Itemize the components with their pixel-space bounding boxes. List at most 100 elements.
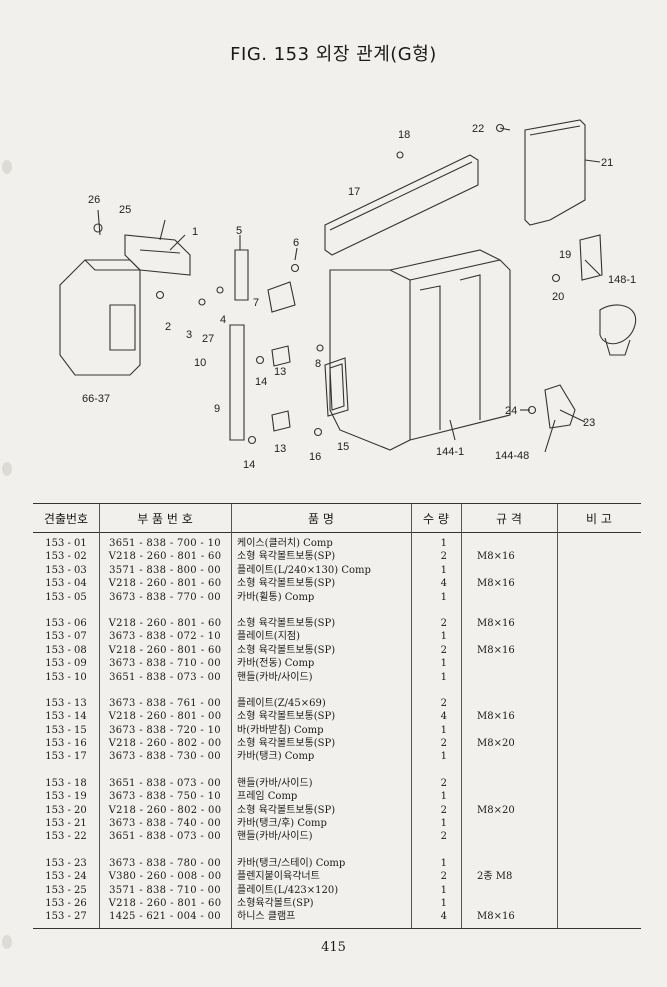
callout-label: 1 bbox=[192, 226, 198, 238]
group-spacer bbox=[33, 684, 641, 697]
cell-qty: 1 bbox=[440, 564, 447, 576]
cell-name: 소형 육각볼트보통(SP) bbox=[237, 738, 336, 750]
cell-qty: 1 bbox=[440, 671, 447, 683]
cell-no: 153 - 17 bbox=[45, 751, 87, 763]
cell-remark bbox=[557, 737, 641, 750]
callout-label: 148-1 bbox=[608, 274, 636, 286]
cell-remark bbox=[557, 671, 641, 684]
cell-qty: 1 bbox=[440, 857, 447, 869]
cell-part-no: V218 - 260 - 802 - 00 bbox=[108, 804, 222, 816]
cell-remark bbox=[557, 577, 641, 590]
cell-qty: 4 bbox=[440, 711, 447, 723]
cell-name: 프레임 Comp bbox=[237, 791, 298, 803]
cell-remark bbox=[557, 630, 641, 643]
cell-part-no: V218 - 260 - 801 - 60 bbox=[108, 897, 222, 909]
cell-name: 플레이트(Z/45×69) bbox=[237, 697, 326, 709]
cell-part-no: 3651 - 838 - 073 - 00 bbox=[109, 777, 221, 789]
cell-remark bbox=[557, 857, 641, 870]
cell-spec: M8×16 bbox=[477, 551, 515, 563]
part-callouts: 1 2 3 4 5 6 7 8 9 10 13 13 14 14 15 16 1… bbox=[82, 123, 636, 471]
cell-remark bbox=[557, 710, 641, 723]
cell-no: 153 - 01 bbox=[45, 538, 87, 549]
cell-remark bbox=[557, 591, 641, 604]
cell-qty: 2 bbox=[440, 617, 447, 629]
cell-part-no: V218 - 260 - 801 - 60 bbox=[108, 551, 222, 563]
callout-label: 17 bbox=[348, 186, 360, 198]
cell-qty: 1 bbox=[440, 884, 447, 896]
cell-name: 소형 육각볼트보통(SP) bbox=[237, 617, 336, 629]
cell-part-no: V380 - 260 - 008 - 00 bbox=[108, 871, 222, 883]
cell-spec: M8×16 bbox=[477, 711, 515, 723]
cell-qty: 1 bbox=[440, 897, 447, 909]
cell-remark bbox=[557, 777, 641, 790]
cell-remark bbox=[557, 817, 641, 830]
cell-spec: M8×20 bbox=[477, 738, 515, 750]
cell-qty: 4 bbox=[440, 578, 447, 590]
callout-label: 20 bbox=[552, 291, 564, 303]
cell-name: 소형 육각볼트보통(SP) bbox=[237, 644, 336, 656]
diagram-lines bbox=[59, 119, 637, 453]
table-header: 견출번호 부 품 번 호 품 명 수 량 규 격 비 고 bbox=[33, 504, 641, 533]
header-spec: 규 격 bbox=[496, 511, 522, 526]
cell-name: 카바(전동) Comp bbox=[237, 658, 315, 670]
cell-part-no: 3673 - 838 - 730 - 00 bbox=[109, 751, 221, 763]
callout-label: 5 bbox=[236, 225, 242, 237]
cell-spec bbox=[461, 817, 557, 830]
callout-label: 4 bbox=[220, 314, 226, 326]
cell-spec bbox=[461, 724, 557, 737]
callout-label: 18 bbox=[398, 129, 410, 141]
cell-part-no: 3673 - 838 - 720 - 10 bbox=[109, 724, 221, 736]
cell-remark bbox=[557, 870, 641, 883]
cell-qty: 2 bbox=[440, 871, 447, 883]
cell-remark bbox=[557, 617, 641, 630]
cell-spec: M8×20 bbox=[477, 804, 515, 816]
cell-part-no: 1425 - 621 - 004 - 00 bbox=[109, 911, 221, 923]
callout-label: 16 bbox=[309, 451, 321, 463]
cell-remark bbox=[557, 830, 641, 843]
cell-name: 소형 육각볼트보통(SP) bbox=[237, 804, 336, 816]
cell-part-no: 3571 - 838 - 710 - 00 bbox=[109, 884, 221, 896]
group-spacer bbox=[33, 844, 641, 857]
cell-no: 153 - 25 bbox=[45, 884, 87, 896]
cell-spec: M8×16 bbox=[477, 578, 515, 590]
figure-title: FIG. 153 외장 관계(G형) bbox=[230, 44, 437, 65]
cell-no: 153 - 16 bbox=[45, 738, 87, 750]
cell-remark bbox=[557, 884, 641, 897]
callout-label: 144-48 bbox=[495, 450, 529, 462]
cell-spec bbox=[461, 897, 557, 910]
cell-part-no: 3673 - 838 - 072 - 10 bbox=[109, 631, 221, 643]
cell-remark bbox=[557, 644, 641, 657]
cell-name: 카바(탱크) Comp bbox=[237, 751, 315, 763]
header-remark: 비 고 bbox=[586, 511, 612, 526]
cell-remark bbox=[557, 550, 641, 563]
cell-remark bbox=[557, 697, 641, 710]
cell-qty: 1 bbox=[440, 791, 447, 803]
callout-label: 27 bbox=[202, 333, 214, 345]
callout-label: 144-1 bbox=[436, 446, 464, 458]
callout-label: 23 bbox=[583, 417, 595, 429]
group-spacer bbox=[33, 604, 641, 617]
cell-no: 153 - 27 bbox=[45, 911, 87, 923]
cell-no: 153 - 06 bbox=[45, 617, 87, 629]
cell-qty: 1 bbox=[440, 591, 447, 603]
cell-name: 소형육각볼트(SP) bbox=[237, 897, 314, 909]
callout-label: 22 bbox=[472, 123, 484, 135]
cell-no: 153 - 02 bbox=[45, 551, 87, 563]
cell-spec: M8×16 bbox=[477, 644, 515, 656]
callout-label: 13 bbox=[274, 366, 286, 378]
cell-part-no: 3651 - 838 - 700 - 10 bbox=[109, 538, 221, 549]
binder-hole bbox=[2, 935, 12, 949]
cell-part-no: 3673 - 838 - 770 - 00 bbox=[109, 591, 221, 603]
callout-label: 8 bbox=[315, 358, 321, 370]
cell-spec bbox=[461, 657, 557, 670]
cell-qty: 2 bbox=[440, 551, 447, 563]
